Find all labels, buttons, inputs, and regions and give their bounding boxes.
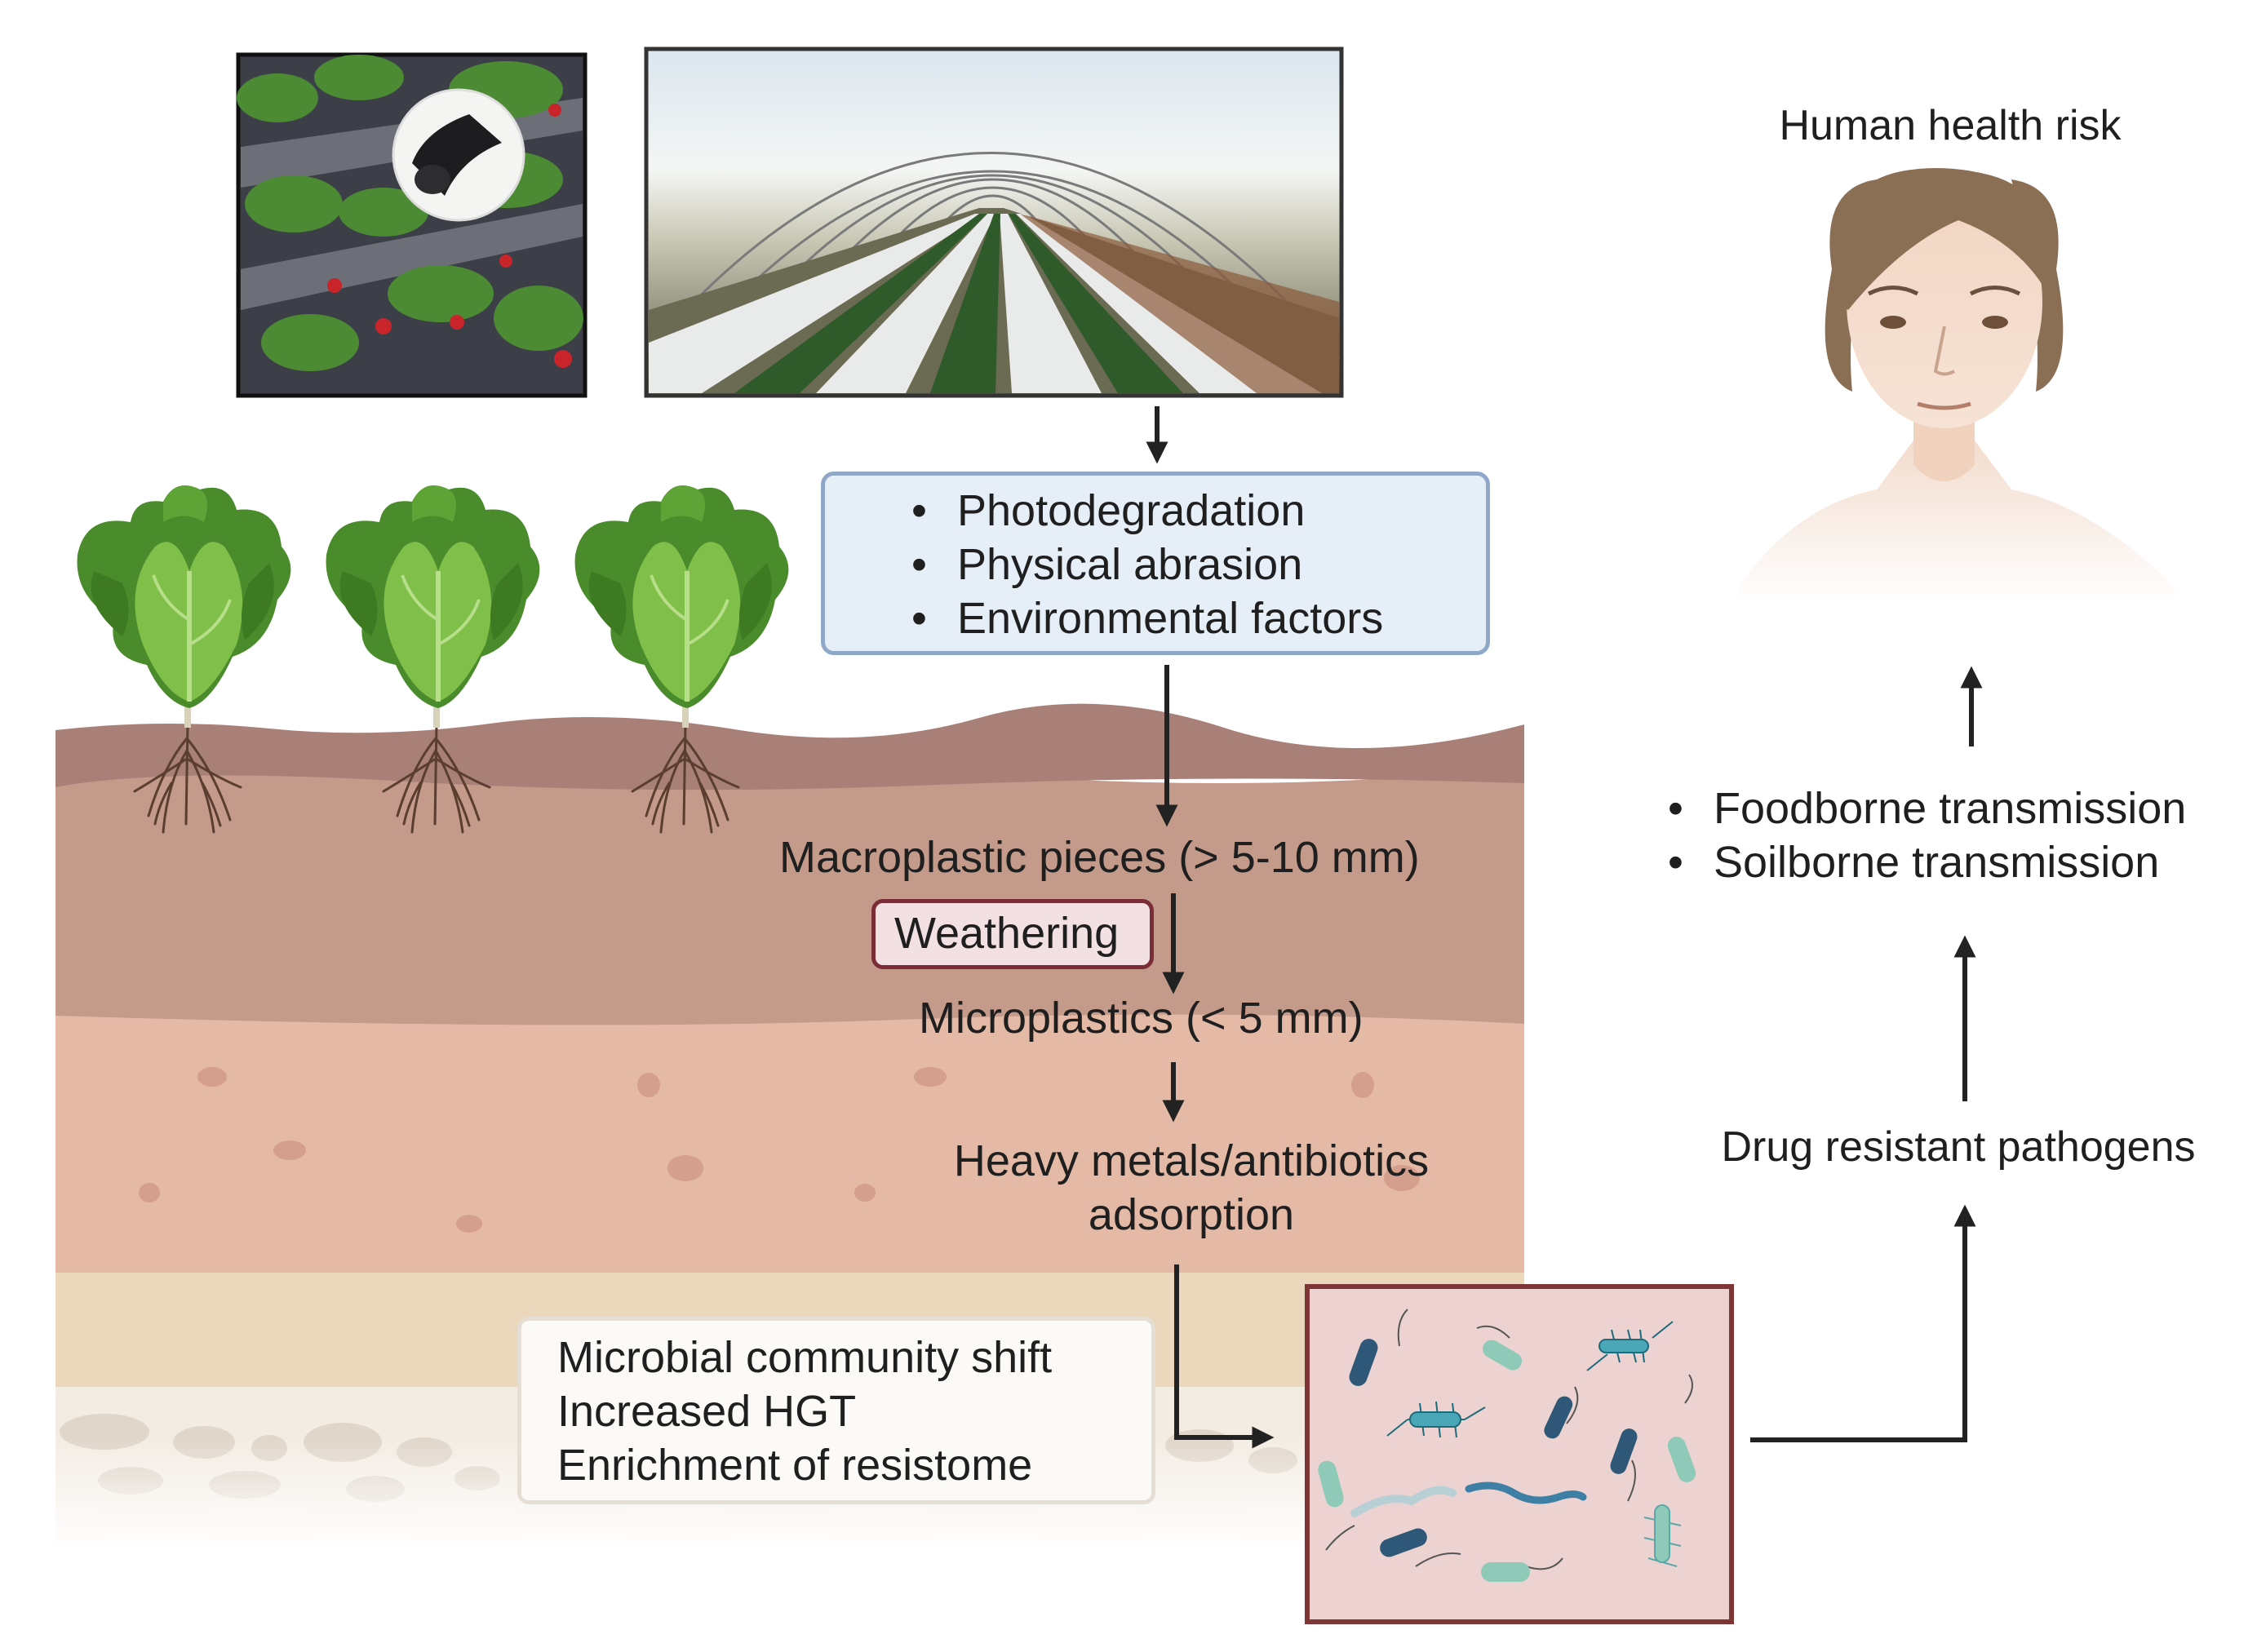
macroplastic-label: Macroplastic pieces (> 5-10 mm)	[779, 833, 1420, 882]
adsorption-line-2: adsorption	[1088, 1190, 1295, 1239]
effect-item: Increased HGT	[557, 1387, 857, 1436]
human-head-icon	[1738, 168, 2175, 604]
adsorption-line-1: Heavy metals/antibiotics	[953, 1136, 1430, 1185]
drug-resistant-pathogens-label: Drug resistant pathogens	[1721, 1123, 2196, 1171]
weathering-label: Weathering	[894, 909, 1120, 958]
arrow-bacteria-to-pathogens	[1750, 1204, 1976, 1442]
lettuce-plant-icon	[77, 485, 291, 834]
transmission-item: Soilborne transmission	[1663, 835, 2186, 889]
soil-pebbles	[139, 1067, 1420, 1233]
process-item: Physical abrasion	[907, 538, 1383, 591]
effect-item: Enrichment of resistome	[557, 1441, 1033, 1490]
human-health-risk-title: Human health risk	[1779, 102, 2122, 149]
middle-soil-layer	[55, 759, 1524, 1025]
transmission-list: Foodborne transmission Soilborne transmi…	[1663, 782, 2186, 889]
arrow-adsorption-to-bacteria	[1174, 1264, 1275, 1449]
effect-item: Microbial community shift	[557, 1333, 1053, 1382]
degradation-process-list: Photodegradation Physical abrasion Envir…	[907, 484, 1383, 645]
microplastics-label: Microplastics (< 5 mm)	[919, 994, 1364, 1043]
microbial-effects-list: Microbial community shift Increased HGT …	[557, 1331, 1052, 1492]
flagellated-bacterium	[1586, 1321, 1674, 1371]
mulch-film-photo	[236, 52, 588, 398]
process-item: Photodegradation	[907, 484, 1383, 538]
weathering-box: Weathering	[871, 899, 1154, 969]
transmission-item: Foodborne transmission	[1663, 782, 2186, 835]
greenhouse-photo	[644, 47, 1344, 398]
degradation-process-box: Photodegradation Physical abrasion Envir…	[821, 472, 1490, 655]
adsorption-label: Heavy metals/antibiotics adsorption	[898, 1134, 1485, 1242]
microbial-effects-box: Microbial community shift Increased HGT …	[517, 1317, 1155, 1504]
flow-arrows	[1146, 406, 1983, 1449]
process-item: Environmental factors	[907, 591, 1383, 645]
bacteria-cluster-icon	[1305, 1284, 1734, 1624]
